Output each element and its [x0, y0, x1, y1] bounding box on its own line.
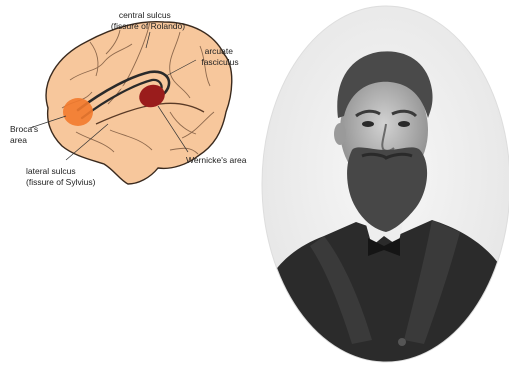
- label-arcuate-fasciculus: arcuate fasciculus: [201, 46, 238, 67]
- label-lateral-sulcus: lateral sulcus (fissure of Sylvius): [26, 166, 96, 187]
- brocas-area-region: [63, 98, 93, 126]
- brain-diagram: central sulcus (fissure of Rolando) arcu…: [10, 10, 247, 187]
- label-central-sulcus: central sulcus (fissure of Rolando): [111, 10, 185, 31]
- label-wernickes-area: Wernicke's area: [186, 155, 247, 165]
- portrait-photo: [262, 6, 509, 372]
- label-brocas-area: Broca's area: [10, 124, 40, 145]
